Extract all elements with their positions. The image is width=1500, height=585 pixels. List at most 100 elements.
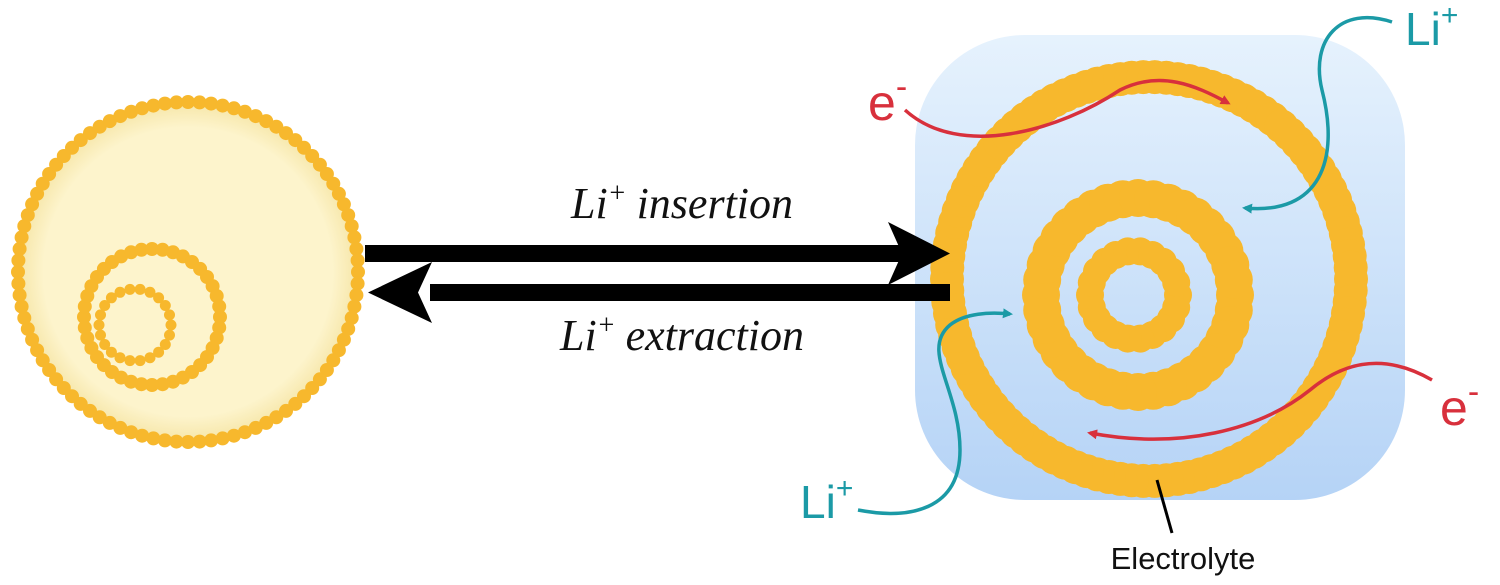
lithium-path-top	[1242, 15, 1393, 214]
pristine-outer-shell-dot	[135, 428, 150, 443]
pristine-outer-shell-dot	[12, 288, 27, 303]
pristine-inner-shell-dot	[95, 329, 106, 341]
pristine-middle-shell-dot	[212, 299, 227, 314]
pristine-outer-shell-dot	[14, 230, 29, 245]
pristine-inner-shell-dot	[114, 352, 126, 364]
pristine-outer-shell-dot	[124, 104, 139, 119]
pristine-outer-shell-dot	[204, 433, 219, 448]
pristine-outer-shell-dot	[169, 95, 184, 110]
pristine-inner-shell-dot	[134, 283, 146, 295]
pristine-outer-shell-dot	[102, 114, 117, 129]
pristine-inner-shell-dot	[124, 355, 136, 367]
pristine-outer-shell-dot	[341, 321, 356, 336]
pristine-outer-shell-dot	[25, 197, 40, 212]
pristine-outer-shell-dot	[14, 299, 29, 314]
pristine-outer-shell-dot	[351, 265, 365, 279]
pristine-inner-shell-dot	[144, 286, 156, 298]
pristine-outer-shell-dot	[204, 96, 219, 111]
lithium-path-bottom	[857, 308, 1013, 516]
pristine-outer-shell-dot	[181, 435, 195, 449]
pristine-outer-shell-dot	[146, 98, 161, 113]
pristine-outer-shell-dot	[341, 208, 356, 223]
pristine-outer-shell-dot	[17, 219, 32, 234]
pristine-inner-shell-dot	[99, 339, 111, 350]
pristine-outer-shell-dot	[350, 253, 365, 268]
extraction-arrow	[368, 262, 950, 323]
pristine-outer-shell-dot	[347, 230, 362, 245]
pristine-outer-shell-dot	[344, 310, 359, 325]
pristine-outer-shell-dot	[146, 431, 161, 446]
pristine-particle	[11, 95, 365, 449]
pristine-outer-shell-dot	[11, 265, 25, 279]
pristine-outer-shell-dot	[350, 276, 365, 291]
pristine-outer-shell-dot	[215, 98, 230, 113]
pristine-outer-shell-dot	[11, 276, 26, 291]
pristine-inner-shell-dot	[99, 300, 111, 311]
pristine-middle-shell-dot	[134, 242, 149, 257]
pristine-inner-shell-dot	[153, 292, 165, 304]
extraction-label: Li+extraction	[559, 310, 804, 360]
lithiated-inner-shell-dot	[1162, 268, 1191, 297]
electron-label-top: e-	[868, 68, 907, 131]
pristine-inner-shell-dot	[134, 355, 146, 367]
pristine-inner-shell-dot	[124, 283, 136, 295]
pristine-inner-shell-dot	[114, 286, 126, 298]
pristine-middle-shell-dot	[213, 310, 227, 324]
electrolyte-leader-line	[1155, 479, 1174, 534]
pristine-outer-shell-dot	[11, 253, 26, 268]
pristine-middle-shell-dot	[145, 242, 159, 256]
lithiated-outer-shell-dot	[1333, 250, 1368, 285]
lithiated-middle-shell-dot	[1214, 260, 1253, 299]
pristine-outer-shell-dot	[17, 310, 32, 325]
pristine-outer-shell-dot	[237, 425, 252, 440]
pristine-inner-shell-dot	[144, 352, 156, 364]
pristine-outer-shell-dot	[336, 197, 351, 212]
pristine-outer-shell-dot	[349, 241, 364, 256]
pristine-inner-shell-dot	[159, 300, 171, 311]
pristine-outer-shell-dot	[135, 101, 150, 116]
pristine-outer-shell-dot	[157, 433, 172, 448]
pristine-outer-shell-dot	[215, 431, 230, 446]
pristine-outer-shell-dot	[192, 95, 207, 110]
pristine-outer-shell-dot	[248, 109, 263, 124]
pristine-outer-shell-dot	[113, 420, 128, 435]
pristine-middle-shell-dot	[145, 378, 159, 392]
pristine-outer-shell-dot	[331, 186, 346, 201]
pristine-outer-shell-dot	[226, 101, 241, 116]
insertion-arrow	[365, 222, 950, 285]
pristine-outer-shell-dot	[237, 104, 252, 119]
pristine-inner-shell-dot	[93, 319, 105, 331]
pristine-outer-shell-dot	[344, 219, 359, 234]
pristine-outer-shell-dot	[12, 241, 27, 256]
pristine-outer-shell-dot	[349, 288, 364, 303]
pristine-outer-shell-dot	[20, 321, 35, 336]
pristine-inner-shell-dot	[105, 346, 117, 358]
pristine-inner-shell-dot	[165, 319, 177, 331]
pristine-outer-shell-dot	[169, 434, 184, 449]
pristine-outer-shell-dot	[192, 434, 207, 449]
pristine-outer-shell-dot	[25, 332, 40, 347]
pristine-inner-shell-dot	[105, 292, 117, 304]
pristine-outer-shell-dot	[124, 425, 139, 440]
pristine-outer-shell-dot	[157, 96, 172, 111]
lithiated-particle	[930, 60, 1368, 498]
pristine-outer-shell-dot	[336, 332, 351, 347]
pristine-outer-shell-dot	[347, 299, 362, 314]
pristine-inner-shell-dot	[164, 329, 175, 341]
electron-label-right: e-	[1440, 373, 1479, 436]
pristine-outer-shell-dot	[181, 95, 195, 109]
pristine-inner-shell-dot	[153, 346, 165, 358]
pristine-inner-shell-dot	[159, 339, 171, 350]
pristine-inner-shell-dot	[164, 309, 175, 321]
pristine-middle-shell-dot	[77, 320, 92, 335]
pristine-middle-shell-dot	[77, 310, 91, 324]
pristine-outer-shell-dot	[226, 428, 241, 443]
pristine-particle-shells	[11, 95, 365, 449]
pristine-outer-shell-dot	[259, 415, 274, 430]
electron-path-top	[903, 78, 1231, 138]
lithium-label-bottom-left: Li+	[800, 472, 853, 528]
pristine-inner-shell-dot	[95, 309, 106, 321]
lithium-label-top-right: Li+	[1405, 0, 1458, 55]
pristine-outer-shell-dot	[20, 208, 35, 223]
